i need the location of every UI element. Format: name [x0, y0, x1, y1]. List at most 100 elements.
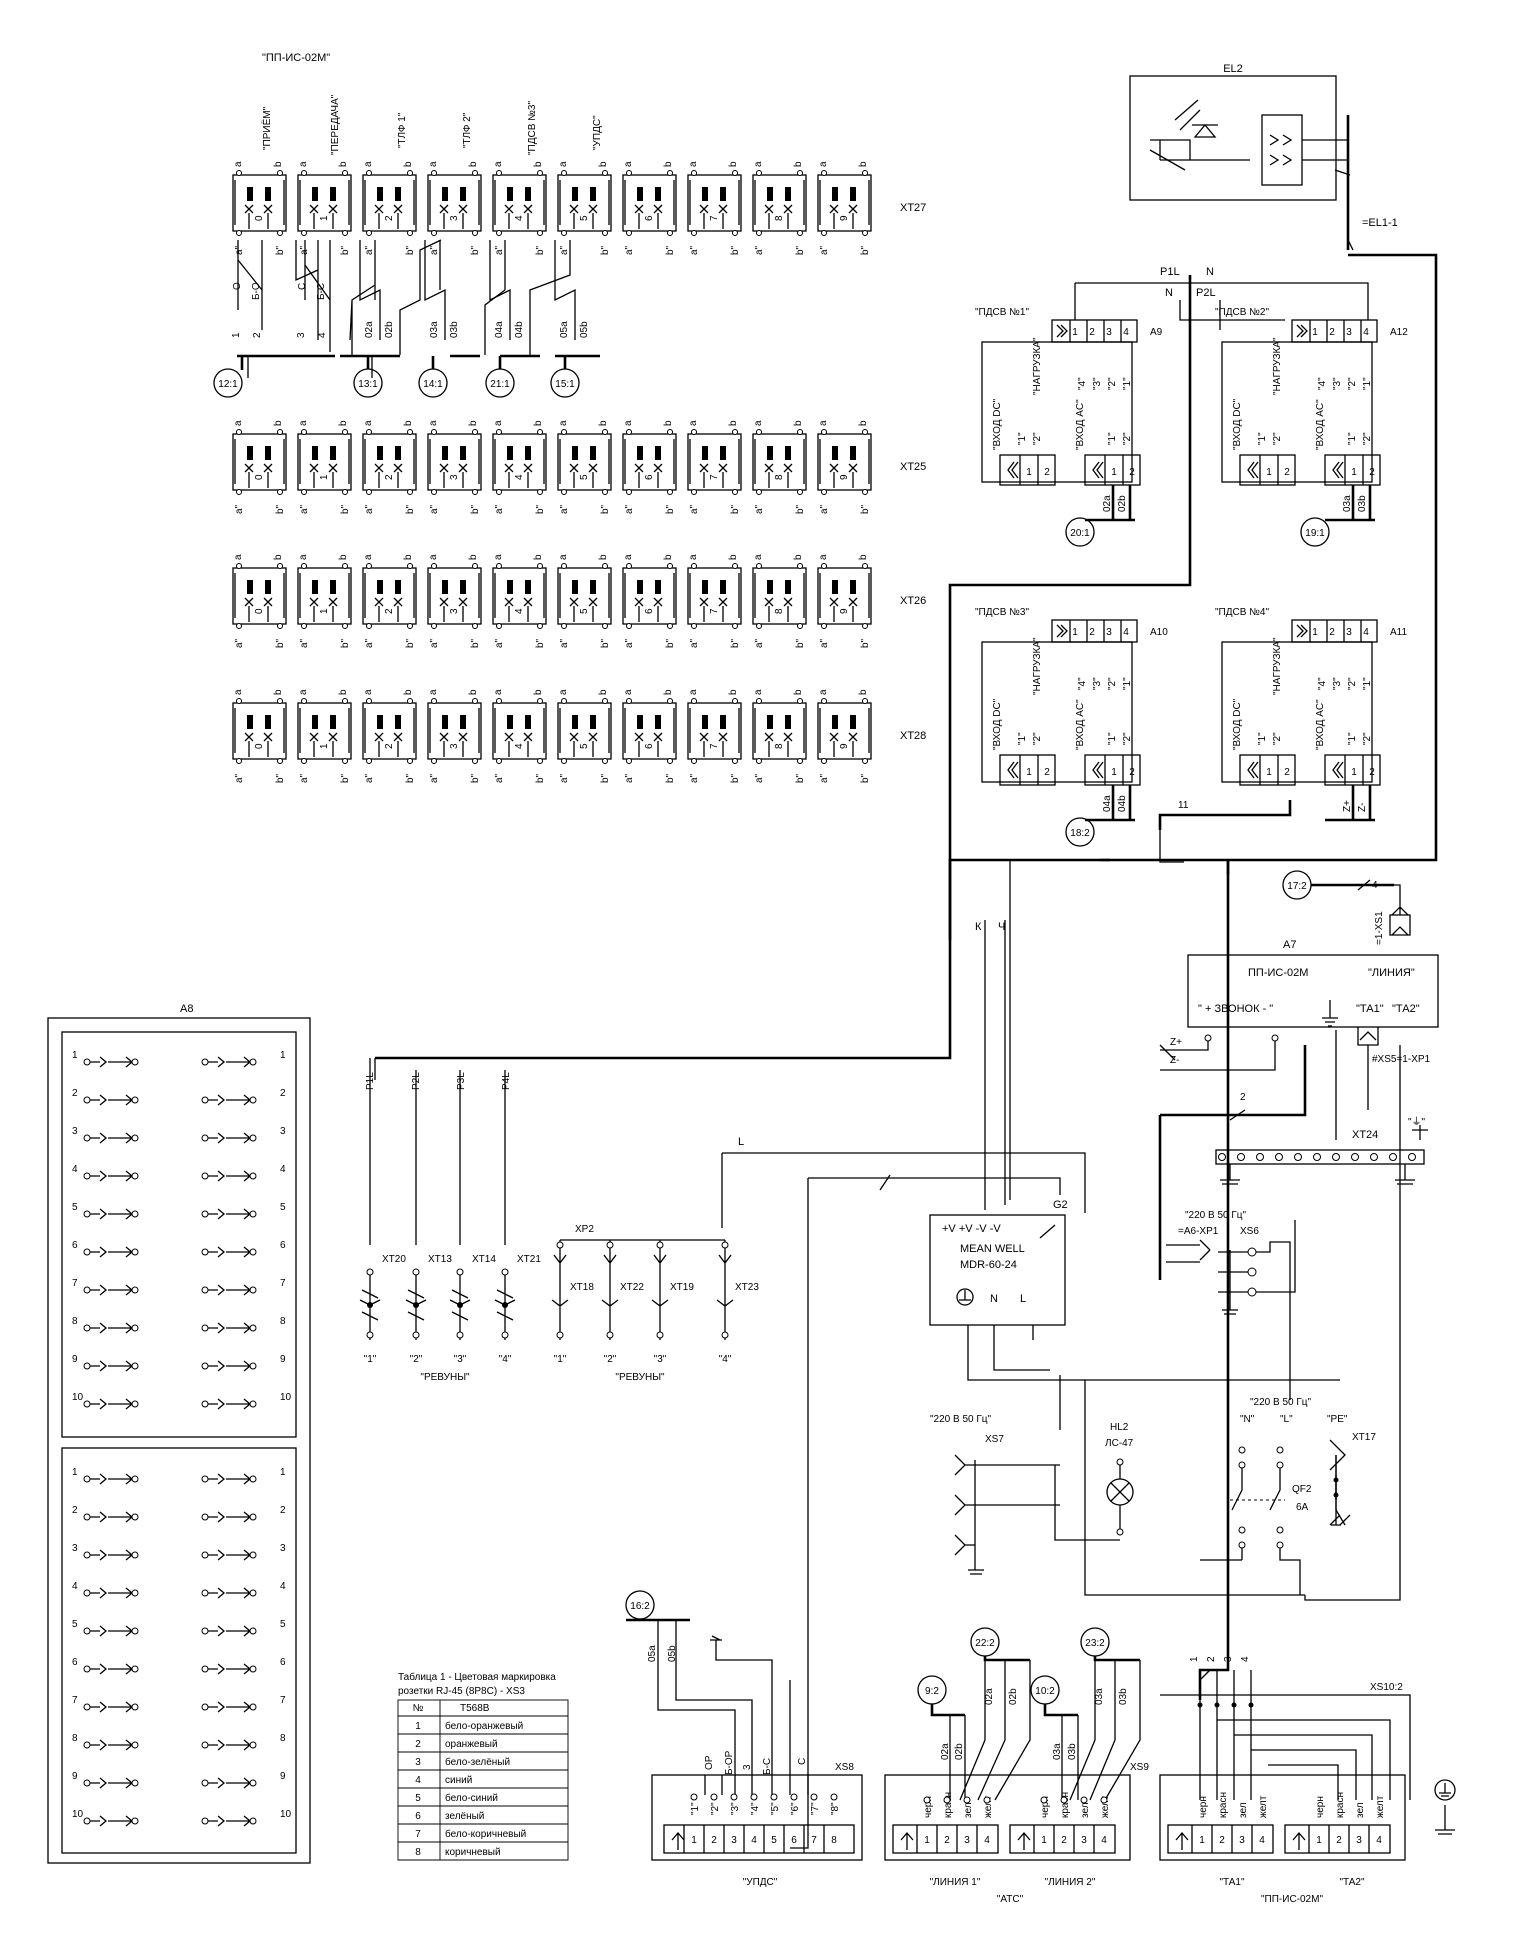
contact-label: b [728, 161, 739, 167]
contact-label: b [793, 161, 804, 167]
pin-number: 2 [1284, 767, 1290, 778]
pin-number: 2 [1336, 1835, 1342, 1846]
pair-number: 7 [709, 608, 720, 614]
pin-number: 2 [1219, 1835, 1225, 1846]
contact-label: b" [600, 504, 611, 514]
node [131, 1817, 139, 1825]
pin-label: "2" [1122, 432, 1133, 445]
contact-label: b [663, 161, 674, 167]
core-label: черн [923, 1796, 934, 1818]
node [131, 1210, 139, 1218]
junction [367, 1302, 373, 1308]
pin-number: 1 [1351, 767, 1357, 778]
contact-label: a" [299, 638, 310, 648]
connector-left [90, 1208, 134, 1220]
xs10-ta1: "ТА1" [1219, 1877, 1245, 1888]
node [366, 1331, 374, 1339]
node [83, 1324, 91, 1332]
relay-contact [551, 1240, 569, 1340]
connector-left [90, 1132, 134, 1144]
contact-label: a [233, 161, 244, 167]
contact-label: a [753, 161, 764, 167]
node [201, 1286, 209, 1294]
wire-label: О [232, 282, 243, 290]
node [606, 1331, 614, 1339]
terminal-cell [622, 562, 677, 630]
pair-number: 1 [319, 608, 330, 614]
contact-label: a [363, 161, 374, 167]
contact-label: a" [819, 638, 830, 648]
contact-label: b" [665, 773, 676, 783]
pin-number: 2 [1129, 767, 1135, 778]
pair-number: 4 [514, 474, 525, 480]
channel-label: "ПДСВ №3" [527, 101, 538, 155]
power-bus [375, 253, 1438, 1560]
core-label: красн [1335, 1792, 1346, 1818]
channel-label: "УПДС" [592, 115, 603, 150]
pin-label: "2" [1347, 677, 1358, 690]
contact-label: a" [624, 504, 635, 514]
node [201, 1324, 209, 1332]
g2-model: MDR-60-24 [960, 1259, 1017, 1271]
wire-label: 3 [296, 332, 307, 338]
contact-label: b" [470, 245, 481, 255]
terminal-cell [427, 697, 482, 765]
socket-icon [1056, 624, 1068, 638]
pair-number: 6 [644, 743, 655, 749]
connector-left [90, 1284, 134, 1296]
node [249, 1210, 257, 1218]
xs9-line1: "ЛИНИЯ 1" [930, 1877, 981, 1888]
node [249, 1817, 257, 1825]
contact-label: b [468, 161, 479, 167]
a7-ta1: "ТА1" [1356, 1003, 1384, 1015]
plug-icon [900, 1832, 914, 1850]
connector-right [208, 1056, 252, 1068]
contact-label: a" [429, 773, 440, 783]
node [249, 1362, 257, 1370]
power-label: P4L [501, 1072, 512, 1090]
contact-label: a [493, 689, 504, 695]
g2-power-supply: G2 +V +V -V -V MEAN WELL MDR-60-24 N L L [721, 1136, 1340, 1849]
relay-ref: XT22 [620, 1282, 644, 1293]
terminal-dot [1313, 1153, 1321, 1161]
wire-label: 02b [1008, 1688, 1019, 1705]
relay-right-2: XT22"2" [601, 1240, 644, 1365]
terminal-cell [492, 562, 547, 630]
xs8-core: 3 [742, 1764, 753, 1770]
g2-ref: G2 [1053, 1199, 1068, 1211]
connector-right [208, 1625, 252, 1637]
pin-number: 2 [1369, 767, 1375, 778]
pair-number: 7 [709, 474, 720, 480]
table-title: Таблица 1 - Цветовая маркировка [398, 1671, 556, 1683]
power-label: P2L [1196, 287, 1216, 299]
pair-number: 9 [839, 608, 850, 614]
node [83, 1589, 91, 1597]
node [83, 1134, 91, 1142]
socket-icon [1007, 761, 1019, 779]
row-number: 9 [280, 1354, 286, 1365]
terminal-dot [1370, 1153, 1378, 1161]
node [721, 1241, 729, 1249]
xs10-name: "ПП-ИС-02М" [1261, 1894, 1323, 1905]
pdsv-body [981, 641, 1133, 783]
core-label: красн [1218, 1792, 1229, 1818]
pin-label: "1" [1122, 377, 1133, 390]
xs9-ref: XS9 [1130, 1762, 1149, 1773]
contact-label: b" [275, 638, 286, 648]
contact-label: b [273, 689, 284, 695]
relay-ref: XT14 [472, 1254, 496, 1265]
node [249, 1513, 257, 1521]
xs9-atc: "АТС" [997, 1894, 1024, 1905]
pair-number: 6 [644, 474, 655, 480]
wire-number: 2 [1206, 1656, 1217, 1662]
connector-right [208, 1284, 252, 1296]
row-number: 3 [280, 1126, 286, 1137]
contact-label: a" [754, 638, 765, 648]
pdsv-body [1221, 341, 1373, 483]
core-label: желт [1100, 1795, 1111, 1818]
contact-label: b" [600, 245, 611, 255]
